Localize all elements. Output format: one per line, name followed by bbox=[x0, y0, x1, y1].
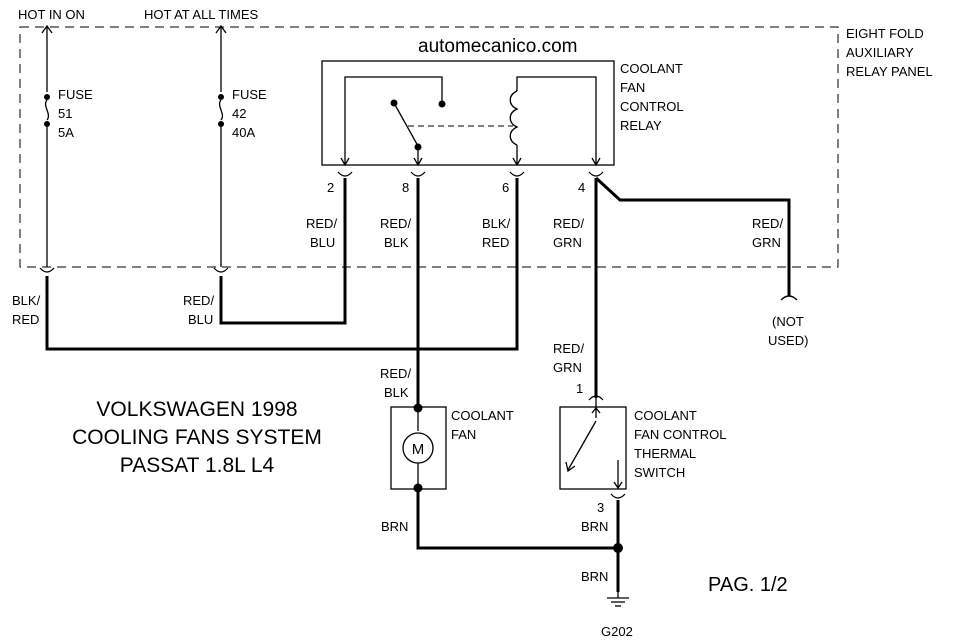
wire-label-fan-feed: RED/ BLK bbox=[380, 366, 411, 400]
svg-text:FAN: FAN bbox=[620, 80, 645, 95]
svg-text:FUSE: FUSE bbox=[58, 87, 93, 102]
svg-text:RED: RED bbox=[482, 235, 509, 250]
svg-text:AUXILIARY: AUXILIARY bbox=[846, 45, 914, 60]
svg-text:FUSE: FUSE bbox=[232, 87, 267, 102]
svg-text:CONTROL: CONTROL bbox=[620, 99, 684, 114]
svg-text:(NOT: (NOT bbox=[772, 314, 804, 329]
svg-text:BLU: BLU bbox=[188, 312, 213, 327]
relay-panel-boundary bbox=[19, 26, 839, 268]
svg-text:RED/: RED/ bbox=[752, 216, 783, 231]
pin-1: 1 bbox=[576, 381, 583, 396]
supply-hot-in-on: HOT IN ON bbox=[18, 7, 85, 22]
svg-text:BLU: BLU bbox=[310, 235, 335, 250]
svg-text:COOLANT: COOLANT bbox=[634, 408, 697, 423]
svg-text:RELAY PANEL: RELAY PANEL bbox=[846, 64, 933, 79]
coolant-fan-control-thermal-switch: 1 3 COOLANT FAN CONTROL THERMAL SWITCH bbox=[559, 381, 726, 515]
svg-text:BLK/: BLK/ bbox=[482, 216, 511, 231]
ground-label: G202 bbox=[601, 624, 633, 639]
svg-text:GRN: GRN bbox=[553, 360, 582, 375]
supply-hot-at-all-times: HOT AT ALL TIMES bbox=[144, 7, 258, 22]
svg-text:RED/: RED/ bbox=[183, 293, 214, 308]
wire-label-fuse42-out: RED/ BLU bbox=[183, 293, 214, 327]
svg-text:RED/: RED/ bbox=[553, 341, 584, 356]
wire-label-ground-feed: BRN bbox=[581, 569, 608, 584]
coolant-fan: M COOLANT FAN bbox=[390, 403, 514, 493]
wire-label-fan-ground: BRN bbox=[381, 519, 408, 534]
site-title: automecanico.com bbox=[418, 36, 577, 57]
svg-text:GRN: GRN bbox=[752, 235, 781, 250]
diagram-title: VOLKSWAGEN 1998 COOLING FANS SYSTEM PASS… bbox=[72, 398, 322, 477]
pin-3: 3 bbox=[597, 500, 604, 515]
wire-label-switch-feed: RED/ GRN bbox=[553, 341, 584, 375]
svg-text:GRN: GRN bbox=[553, 235, 582, 250]
relay-connectors: 2 8 6 4 bbox=[327, 171, 604, 195]
not-used-label: (NOT USED) bbox=[768, 314, 808, 348]
svg-text:FAN: FAN bbox=[451, 427, 476, 442]
relay-panel-label: EIGHT FOLD AUXILIARY RELAY PANEL bbox=[846, 26, 933, 79]
svg-text:RED/: RED/ bbox=[380, 366, 411, 381]
svg-text:COOLING FANS SYSTEM: COOLING FANS SYSTEM bbox=[72, 426, 322, 449]
svg-text:51: 51 bbox=[58, 106, 72, 121]
svg-text:RED/: RED/ bbox=[553, 216, 584, 231]
svg-text:BLK: BLK bbox=[384, 235, 409, 250]
wire-label-pin4: RED/ GRN bbox=[553, 216, 584, 250]
svg-text:COOLANT: COOLANT bbox=[620, 61, 683, 76]
svg-text:42: 42 bbox=[232, 106, 246, 121]
wire-label-pin8: RED/ BLK bbox=[380, 216, 411, 250]
svg-text:COOLANT: COOLANT bbox=[451, 408, 514, 423]
svg-text:FAN CONTROL: FAN CONTROL bbox=[634, 427, 726, 442]
pin-2: 2 bbox=[327, 180, 334, 195]
svg-text:PASSAT 1.8L L4: PASSAT 1.8L L4 bbox=[120, 454, 275, 477]
wiring bbox=[45, 176, 791, 592]
wire-label-fuse51-out: BLK/ RED bbox=[12, 293, 41, 327]
svg-text:5A: 5A bbox=[58, 125, 74, 140]
svg-text:RED/: RED/ bbox=[306, 216, 337, 231]
pin-4: 4 bbox=[578, 180, 585, 195]
pin-6: 6 bbox=[502, 180, 509, 195]
wire-label-pin4-branch: RED/ GRN bbox=[752, 216, 783, 250]
wire-label-pin6: BLK/ RED bbox=[482, 216, 511, 250]
fuse-51: FUSE 51 5A bbox=[39, 24, 93, 273]
svg-text:RED: RED bbox=[12, 312, 39, 327]
svg-text:VOLKSWAGEN 1998: VOLKSWAGEN 1998 bbox=[96, 398, 297, 421]
pin-8: 8 bbox=[402, 180, 409, 195]
not-used-connector bbox=[780, 295, 798, 301]
wire-label-pin2: RED/ BLU bbox=[306, 216, 337, 250]
svg-text:RELAY: RELAY bbox=[620, 118, 662, 133]
svg-text:40A: 40A bbox=[232, 125, 255, 140]
svg-text:M: M bbox=[412, 441, 425, 458]
ground-symbol-icon bbox=[607, 592, 629, 607]
svg-text:SWITCH: SWITCH bbox=[634, 465, 685, 480]
svg-text:EIGHT FOLD: EIGHT FOLD bbox=[846, 26, 924, 41]
svg-text:THERMAL: THERMAL bbox=[634, 446, 696, 461]
svg-text:RED/: RED/ bbox=[380, 216, 411, 231]
fuse-42: FUSE 42 40A bbox=[213, 24, 267, 273]
page-number: PAG. 1/2 bbox=[708, 574, 788, 596]
svg-text:BLK/: BLK/ bbox=[12, 293, 41, 308]
svg-text:USED): USED) bbox=[768, 333, 808, 348]
svg-text:BLK: BLK bbox=[384, 385, 409, 400]
coolant-fan-control-relay: COOLANT FAN CONTROL RELAY bbox=[321, 60, 684, 167]
wire-label-switch-ground: BRN bbox=[581, 519, 608, 534]
